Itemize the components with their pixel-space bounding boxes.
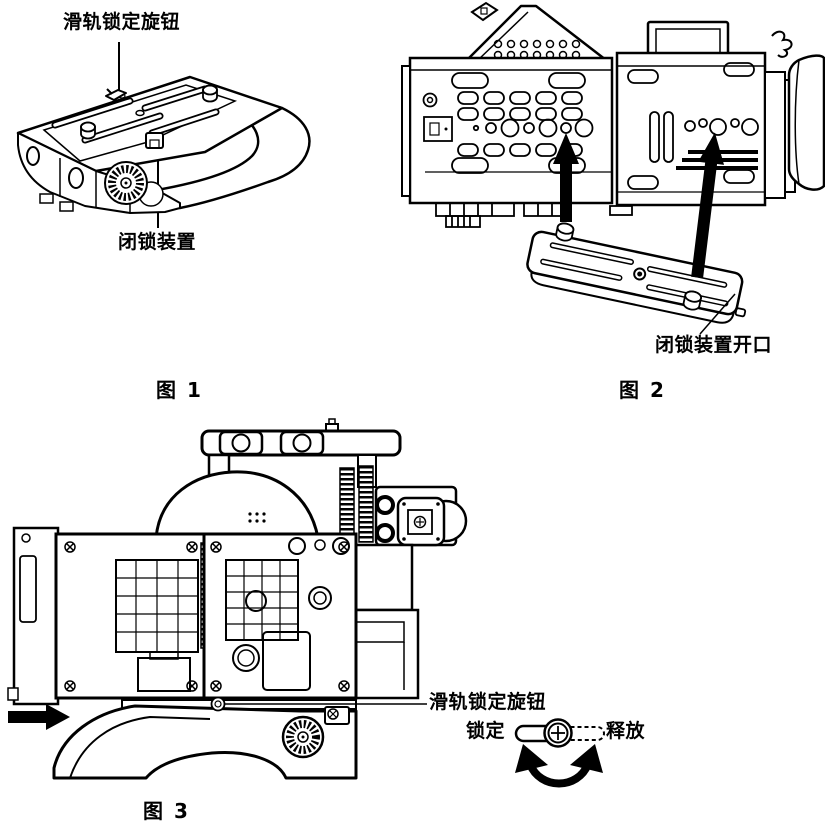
adapter-base-arch	[52, 704, 358, 780]
camera-body-right-section	[202, 532, 358, 700]
figure3-mounted-camera-drawing	[7, 418, 605, 788]
plate-center-hole-dot	[637, 271, 643, 277]
camera-left-body	[401, 56, 614, 205]
vent-slots	[649, 111, 674, 163]
dome-dots	[248, 512, 266, 523]
lock-knob-diagram	[514, 718, 605, 748]
up-arrow-icon	[553, 133, 579, 222]
fig2-opening-leader-line	[699, 293, 736, 335]
figure1-tripod-adapter-drawing	[16, 42, 311, 228]
viewfinder-dome	[154, 470, 320, 540]
rotate-arrow-icon	[515, 744, 603, 788]
fig3-caption: 图 3	[143, 799, 190, 823]
corner-slots	[627, 62, 755, 190]
slide-rail-lock-knob-part	[210, 696, 226, 712]
side-knob	[26, 146, 40, 166]
base-rosette-knob	[281, 715, 325, 759]
fig2-label-lock-device-opening: 闭锁装置开口	[655, 334, 773, 356]
bottom-connectors	[435, 202, 633, 228]
adapter-foot	[39, 193, 54, 204]
fig1-label-slide-rail-lock-knob: 滑轨锁定旋钮	[63, 11, 181, 33]
adapter-rosette-knob	[104, 161, 164, 207]
plate-latch-opening-tab	[734, 307, 747, 318]
right-arrow-icon	[8, 704, 70, 730]
left-side-panel	[7, 526, 60, 706]
camera-right-body	[615, 51, 767, 207]
cable-hook	[771, 30, 793, 58]
fig2-caption: 图 2	[619, 378, 666, 402]
plate-pin	[202, 84, 218, 103]
plate-center-hole	[633, 267, 647, 281]
viewfinder-mount-assembly	[374, 485, 468, 547]
fig1-label-lock-device: 闭锁装置	[118, 231, 197, 253]
screw-hole-row	[684, 118, 759, 136]
adapter-foot	[59, 201, 74, 212]
lens-hood	[787, 54, 825, 191]
fig1-caption: 图 1	[156, 378, 203, 402]
fig3-label-slide-rail-lock-knob: 滑轨锁定旋钮	[429, 691, 547, 713]
lock-device-latch	[145, 132, 164, 149]
plate-hole	[135, 109, 145, 117]
body-screws	[64, 541, 350, 692]
base-screw-plate	[324, 706, 350, 725]
up-arrow-icon	[691, 132, 725, 279]
plate-screw-post	[682, 290, 702, 311]
fig3-label-release: 释放	[606, 720, 646, 742]
viewfinder-gear-columns	[339, 465, 374, 543]
fig3-label-lock: 锁定	[466, 720, 506, 742]
slide-rail-lock-knob-part	[105, 88, 127, 101]
viewfinder-bracket	[465, 1, 608, 62]
plate-pin	[80, 121, 96, 140]
figure2-camera-plate-drawing	[401, 1, 825, 335]
side-knob	[68, 167, 84, 189]
plate-screw-post	[555, 222, 575, 242]
camera-body-left-section	[54, 532, 206, 700]
adapter-rail-slots	[51, 85, 220, 144]
button-grid	[457, 91, 583, 157]
carrying-handle	[200, 418, 402, 540]
mount-plate	[526, 222, 747, 324]
screw-hole-row	[472, 118, 594, 138]
